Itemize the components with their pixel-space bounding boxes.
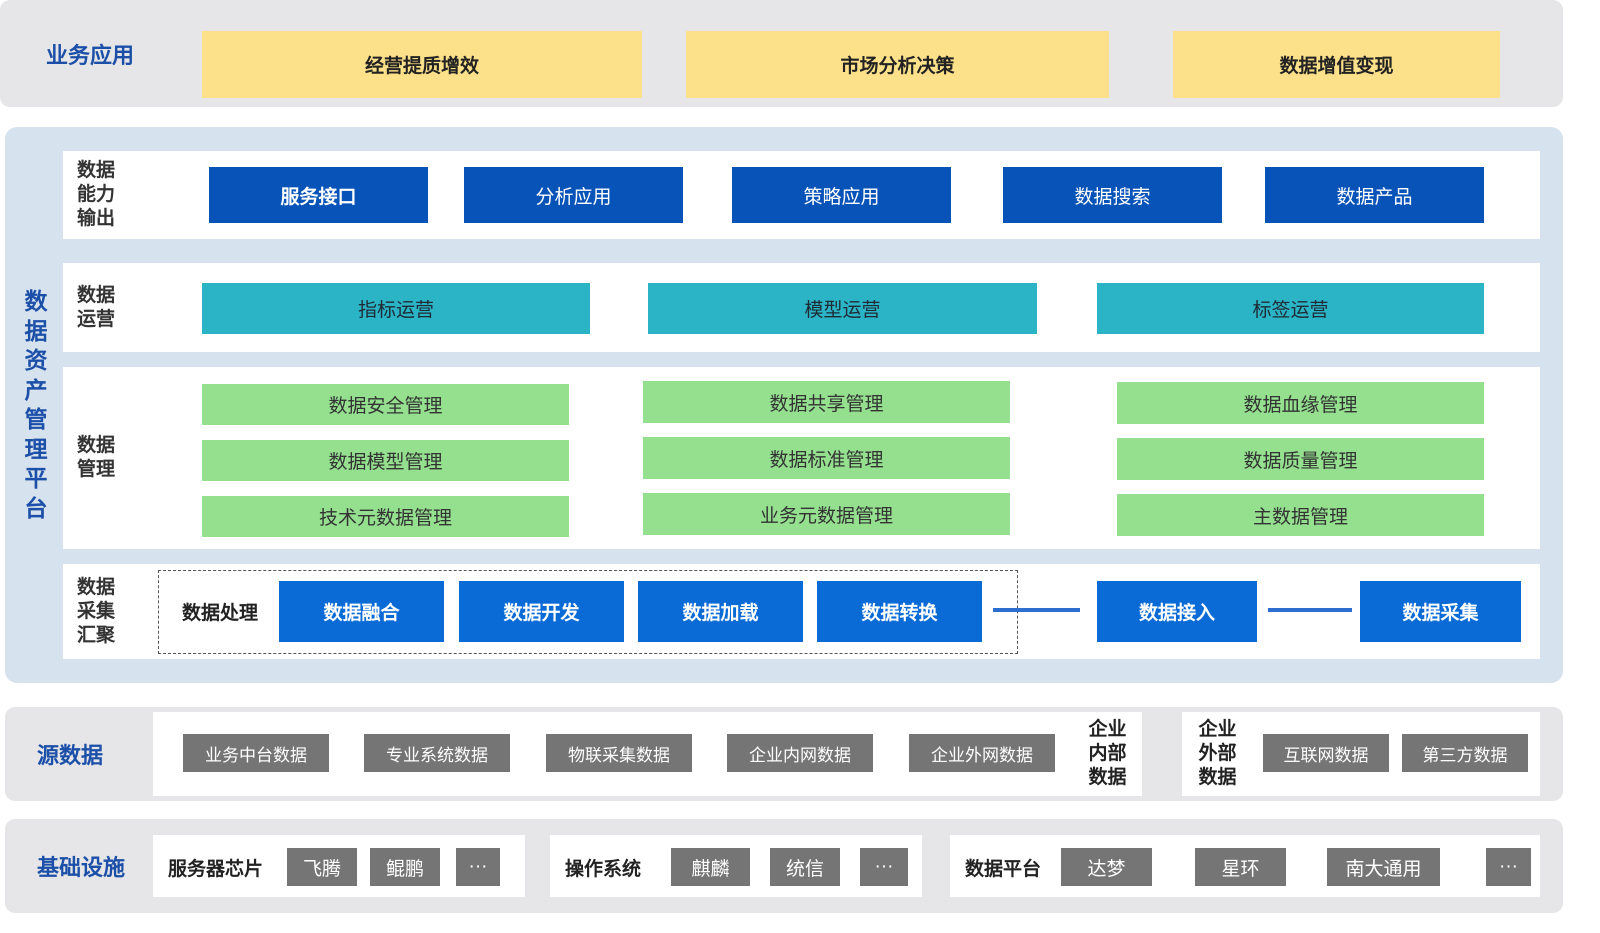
business-item-market-analysis[interactable]: 市场分析决策 <box>686 31 1109 98</box>
label-line: 企业 <box>1198 719 1237 740</box>
data-fusion-box[interactable]: 数据融合 <box>279 581 444 642</box>
infra-item[interactable]: 麒麟 <box>671 848 750 886</box>
model-operations-box[interactable]: 模型运营 <box>648 283 1037 334</box>
operations-label: 数据 运营 <box>77 263 115 352</box>
label-line: 内部 <box>1088 743 1127 764</box>
label-line: 企业 <box>1088 719 1127 740</box>
source-item[interactable]: 专业系统数据 <box>364 734 510 772</box>
label-line: 外部 <box>1198 743 1237 764</box>
data-ingest-box[interactable]: 数据接入 <box>1097 581 1257 642</box>
platform-title: 数 据 资 产 管 理 平 台 <box>19 287 53 523</box>
connector-line <box>993 608 1080 612</box>
platform-title-char: 资 <box>24 347 48 373</box>
capability-output-label: 数据 能力 输出 <box>77 151 115 239</box>
source-item[interactable]: 互联网数据 <box>1263 734 1389 772</box>
platform-title-char: 理 <box>24 435 48 462</box>
infra-item[interactable]: 南大通用 <box>1327 848 1440 886</box>
platform-title-char: 产 <box>24 376 48 403</box>
label-line: 数据 <box>77 284 116 306</box>
platform-title-char: 管 <box>24 406 48 432</box>
os-label: 操作系统 <box>565 858 642 880</box>
infra-item[interactable]: 达梦 <box>1061 848 1152 886</box>
standard-management-box[interactable]: 数据标准管理 <box>643 437 1010 479</box>
tech-metadata-management-box[interactable]: 技术元数据管理 <box>202 496 569 537</box>
platform-title-char: 平 <box>24 465 48 491</box>
label-line: 数据 <box>77 160 116 181</box>
business-item-data-monetization[interactable]: 数据增值变现 <box>1173 31 1500 98</box>
sharing-management-box[interactable]: 数据共享管理 <box>643 381 1010 423</box>
source-item[interactable]: 第三方数据 <box>1402 734 1528 772</box>
master-data-management-box[interactable]: 主数据管理 <box>1117 494 1484 536</box>
connector-line <box>1268 608 1352 612</box>
data-loading-box[interactable]: 数据加载 <box>638 581 803 642</box>
model-management-box[interactable]: 数据模型管理 <box>202 440 569 481</box>
server-chip-label: 服务器芯片 <box>168 858 264 880</box>
source-item[interactable]: 业务中台数据 <box>183 734 329 772</box>
processing-group <box>158 570 1018 654</box>
label-line: 数据 <box>77 435 116 456</box>
more-icon[interactable]: ··· <box>860 848 908 886</box>
data-product-box[interactable]: 数据产品 <box>1265 167 1484 223</box>
internal-data-label: 企业 内部 数据 <box>1080 712 1135 796</box>
service-interface-box[interactable]: 服务接口 <box>209 167 428 223</box>
quality-management-box[interactable]: 数据质量管理 <box>1117 438 1484 480</box>
label-line: 数据 <box>1088 767 1127 788</box>
data-search-box[interactable]: 数据搜索 <box>1003 167 1222 223</box>
processing-label: 数据处理 <box>182 603 259 624</box>
source-item[interactable]: 物联采集数据 <box>546 734 692 772</box>
source-item[interactable]: 企业内网数据 <box>727 734 873 772</box>
tag-operations-box[interactable]: 标签运营 <box>1097 283 1484 334</box>
management-label: 数据 管理 <box>77 367 115 549</box>
more-icon[interactable]: ··· <box>456 848 500 886</box>
label-line: 运营 <box>77 308 116 330</box>
label-line: 汇聚 <box>77 624 116 646</box>
business-item-efficiency[interactable]: 经营提质增效 <box>202 31 642 98</box>
collection-label: 数据 采集 汇聚 <box>77 564 115 659</box>
infra-item[interactable]: 星环 <box>1195 848 1286 886</box>
security-management-box[interactable]: 数据安全管理 <box>202 384 569 425</box>
more-icon[interactable]: ··· <box>1486 848 1531 886</box>
data-development-box[interactable]: 数据开发 <box>459 581 624 642</box>
label-line: 数据 <box>77 576 116 598</box>
infrastructure-title: 基础设施 <box>37 855 126 880</box>
metric-operations-box[interactable]: 指标运营 <box>202 283 590 334</box>
infra-item[interactable]: 飞腾 <box>287 848 357 886</box>
strategy-app-box[interactable]: 策略应用 <box>732 167 951 223</box>
business-layer-title: 业务应用 <box>46 43 135 68</box>
label-line: 输出 <box>77 208 116 229</box>
source-item[interactable]: 企业外网数据 <box>909 734 1055 772</box>
source-data-title: 源数据 <box>37 743 104 768</box>
data-collect-box[interactable]: 数据采集 <box>1360 581 1521 642</box>
data-platform-label: 数据平台 <box>965 858 1042 880</box>
infra-item[interactable]: 鲲鹏 <box>370 848 440 886</box>
analysis-app-box[interactable]: 分析应用 <box>464 167 683 223</box>
platform-title-char: 台 <box>24 494 48 521</box>
label-line: 能力 <box>77 184 116 205</box>
platform-title-char: 据 <box>24 317 48 344</box>
label-line: 管理 <box>77 459 116 480</box>
external-data-label: 企业 外部 数据 <box>1190 712 1245 796</box>
platform-title-char: 数 <box>24 288 48 314</box>
label-line: 采集 <box>77 600 116 622</box>
infra-item[interactable]: 统信 <box>770 848 840 886</box>
label-line: 数据 <box>1198 767 1237 788</box>
business-metadata-management-box[interactable]: 业务元数据管理 <box>643 493 1010 535</box>
data-transform-box[interactable]: 数据转换 <box>817 581 982 642</box>
lineage-management-box[interactable]: 数据血缘管理 <box>1117 382 1484 424</box>
